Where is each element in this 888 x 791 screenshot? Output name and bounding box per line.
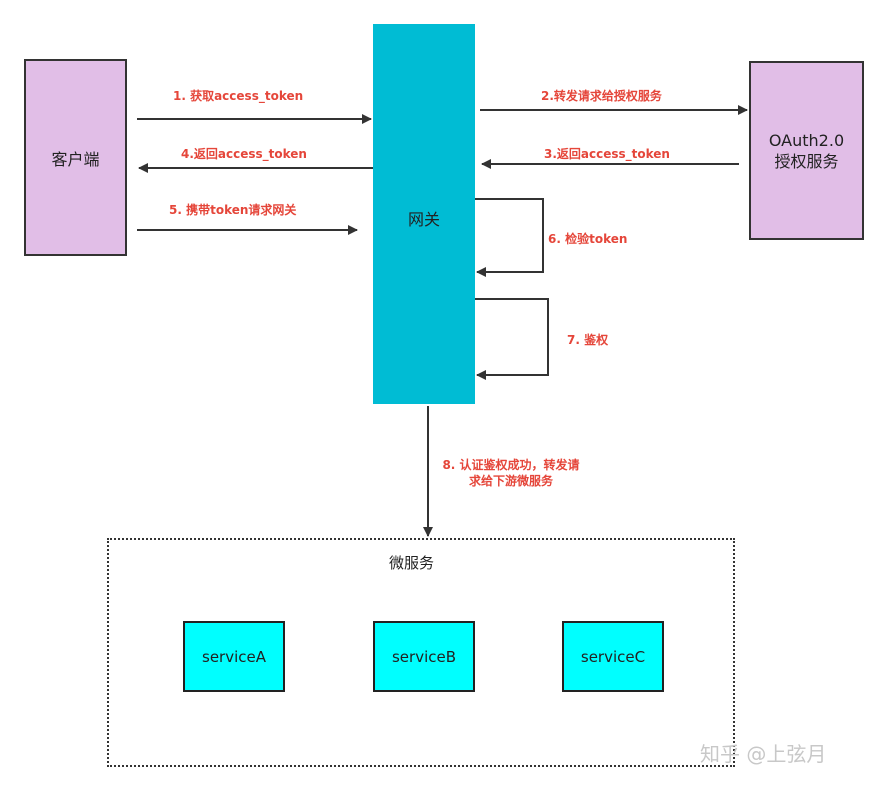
loop-7-authorize bbox=[475, 298, 549, 380]
oauth-server-box: OAuth2.0 授权服务 bbox=[749, 61, 864, 240]
loop-6-verify-token bbox=[475, 198, 544, 277]
service-c-label: serviceC bbox=[580, 647, 646, 666]
step-8-label: 8. 认证鉴权成功，转发请 求给下游微服务 bbox=[431, 457, 591, 489]
service-a-label: serviceA bbox=[202, 647, 266, 666]
service-a-box: serviceA bbox=[183, 621, 285, 692]
service-c-box: serviceC bbox=[562, 621, 664, 692]
step-5-label: 5. 携带token请求网关 bbox=[169, 203, 297, 217]
microservices-label: 微服务 bbox=[389, 554, 435, 572]
step-8-label-line1: 8. 认证鉴权成功，转发请 bbox=[442, 458, 580, 472]
oauth-label-line2: 授权服务 bbox=[774, 151, 839, 171]
gateway-label: 网关 bbox=[407, 210, 440, 229]
step-6-label: 6. 检验token bbox=[548, 232, 628, 246]
step-2-label: 2.转发请求给授权服务 bbox=[541, 89, 662, 103]
zhihu-watermark: 知乎 @上弦月 bbox=[700, 742, 827, 766]
step-8-label-line2: 求给下游微服务 bbox=[468, 474, 553, 488]
step-1-label: 1. 获取access_token bbox=[173, 89, 304, 103]
client-box: 客户端 bbox=[24, 59, 127, 256]
service-b-box: serviceB bbox=[373, 621, 475, 692]
gateway-box: 网关 bbox=[373, 24, 475, 404]
oauth-label-line1: OAuth2.0 bbox=[768, 130, 845, 150]
service-b-label: serviceB bbox=[391, 647, 457, 666]
step-4-label: 4.返回access_token bbox=[181, 147, 307, 161]
client-label: 客户端 bbox=[51, 149, 100, 169]
step-3-label: 3.返回access_token bbox=[544, 147, 670, 161]
step-7-label: 7. 鉴权 bbox=[567, 333, 609, 347]
microservices-group: 微服务 bbox=[107, 538, 735, 767]
